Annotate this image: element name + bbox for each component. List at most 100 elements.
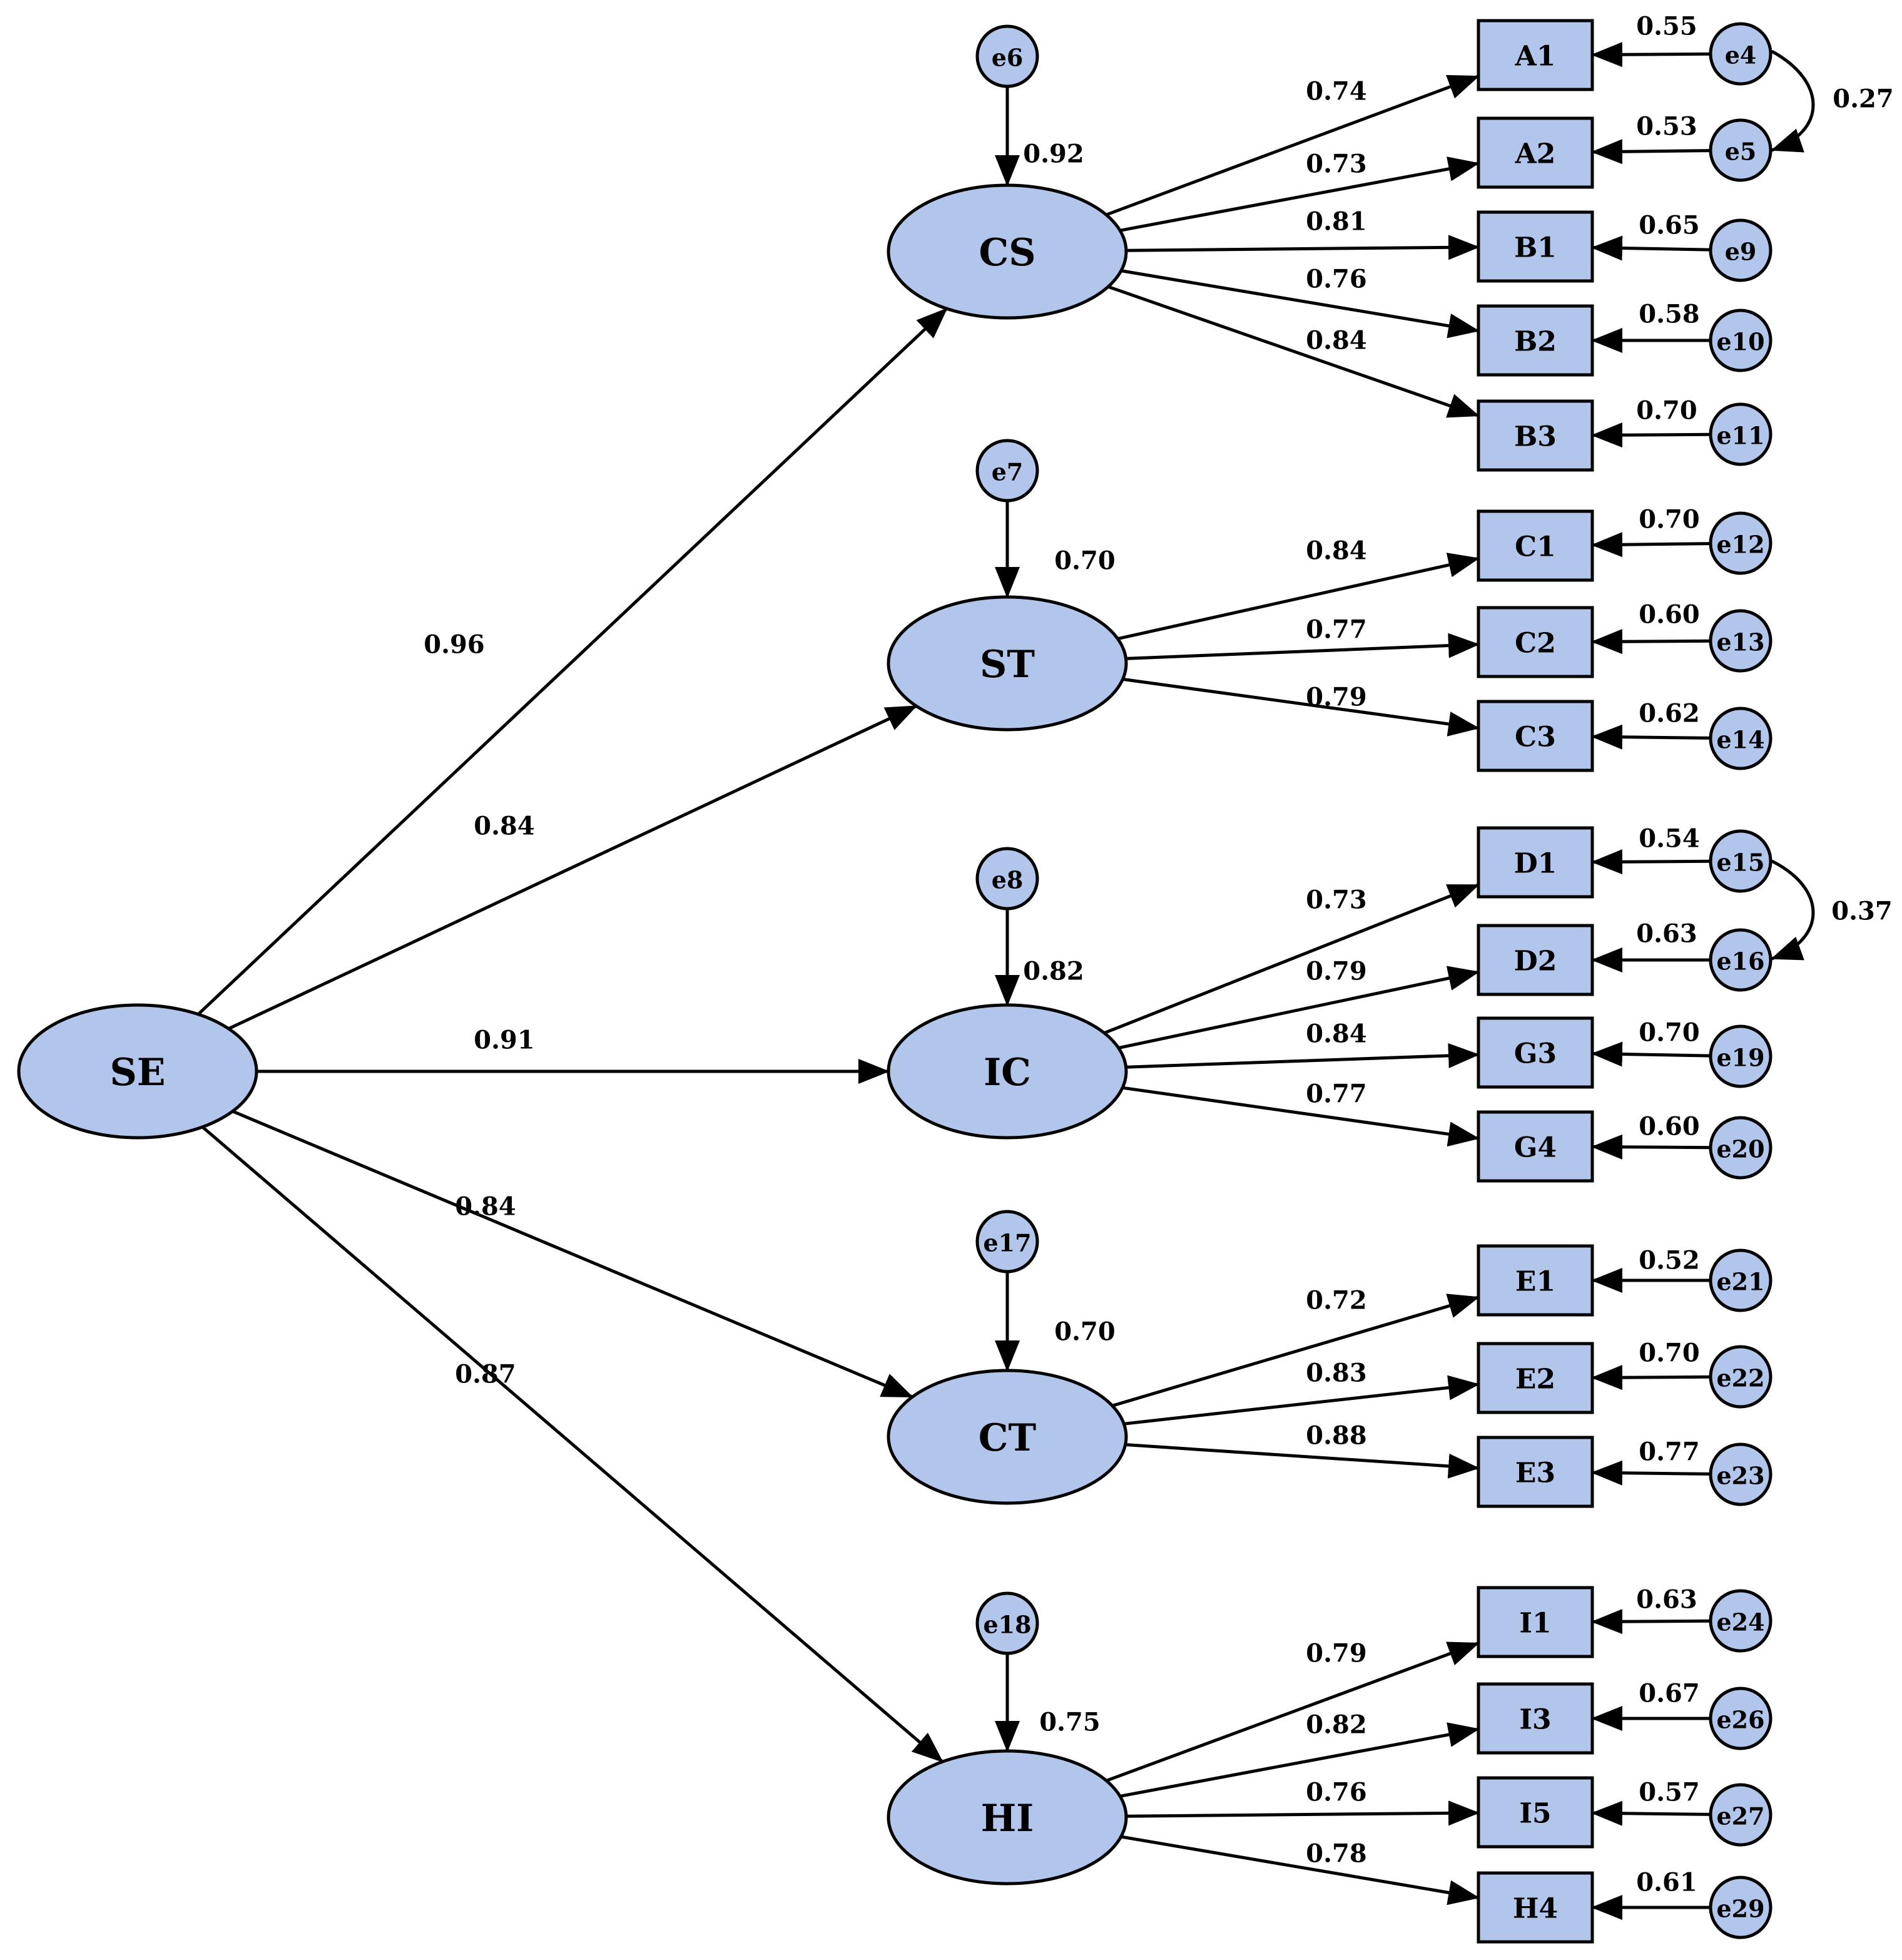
path-coefficient-e24-to-i1: 0.63 xyxy=(1636,1585,1697,1615)
path-coefficient-st-to-c2: 0.77 xyxy=(1306,615,1366,645)
path-coefficient-hi-to-i1: 0.79 xyxy=(1306,1639,1366,1668)
error-circle-e4 xyxy=(1709,22,1772,86)
error-circle-e16 xyxy=(1709,928,1772,992)
node-label-e3: E3 xyxy=(1515,1457,1555,1489)
node-label-e1: E1 xyxy=(1515,1266,1555,1298)
path-coefficient-st-to-c1: 0.84 xyxy=(1306,536,1366,566)
node-label-e7: e7 xyxy=(992,458,1024,486)
path-coefficient-cs-to-a2: 0.73 xyxy=(1306,150,1366,179)
error-circle-e5 xyxy=(1709,118,1772,182)
path-arrow-e5-to-a2 xyxy=(1591,139,1711,165)
label-layer: 0.960.840.910.840.870.920.700.820.700.75… xyxy=(424,12,1893,1897)
path-arrow-ct-to-e1 xyxy=(1112,1294,1480,1407)
covariance-arrow-e4-e5 xyxy=(1739,26,1815,153)
error-circle-e23 xyxy=(1709,1442,1772,1506)
path-coefficient-ct-to-e2: 0.83 xyxy=(1306,1359,1366,1388)
error-circle-e17 xyxy=(975,1210,1039,1273)
path-coefficient-e9-to-b1: 0.65 xyxy=(1639,211,1699,240)
node-e18: e18 xyxy=(975,1591,1039,1655)
node-label-d2: D2 xyxy=(1514,946,1557,977)
path-coefficient-ct-to-e1: 0.72 xyxy=(1306,1286,1366,1315)
node-e1: E1 xyxy=(1477,1244,1594,1317)
path-coefficient-e14-to-c3: 0.62 xyxy=(1639,699,1699,728)
node-label-e20: e20 xyxy=(1716,1135,1764,1163)
latent-ellipse-se xyxy=(17,1003,258,1140)
edge-layer xyxy=(197,26,1815,1920)
node-label-b2: B2 xyxy=(1514,326,1557,358)
node-e16: e16 xyxy=(1709,928,1772,992)
path-coefficient-ic-to-d1: 0.73 xyxy=(1306,886,1366,915)
path-arrow-ic-to-d2 xyxy=(1118,966,1480,1049)
path-arrow-cs-to-a1 xyxy=(1106,74,1480,217)
indicator-box-i1 xyxy=(1477,1586,1594,1658)
node-label-g4: G4 xyxy=(1514,1132,1557,1164)
path-arrow-se-to-cs xyxy=(197,307,948,1016)
node-label-e2: E2 xyxy=(1515,1364,1555,1396)
path-coefficient-e27-to-i5: 0.57 xyxy=(1639,1778,1699,1807)
path-coefficient-e15-to-d1: 0.54 xyxy=(1639,824,1699,854)
node-i3: I3 xyxy=(1477,1682,1594,1755)
covariance-value-e15-e16: 0.37 xyxy=(1831,897,1892,926)
node-label-ic: IC xyxy=(984,1051,1031,1095)
node-e20: e20 xyxy=(1709,1116,1772,1180)
path-coefficient-e10-to-b2: 0.58 xyxy=(1639,300,1699,329)
node-st: ST xyxy=(887,595,1128,732)
error-circle-e8 xyxy=(975,847,1039,911)
node-e14: e14 xyxy=(1709,707,1772,770)
path-arrow-e12-to-c1 xyxy=(1591,532,1711,558)
path-arrow-st-to-c1 xyxy=(1117,553,1480,641)
path-arrow-hi-to-i1 xyxy=(1106,1641,1480,1782)
node-label-a2: A2 xyxy=(1515,138,1556,170)
node-label-st: ST xyxy=(980,643,1035,687)
node-label-d1: D1 xyxy=(1514,848,1557,880)
path-coefficient-e26-to-i3: 0.67 xyxy=(1639,1679,1699,1708)
indicator-box-i5 xyxy=(1477,1776,1594,1849)
node-hi: HI xyxy=(887,1749,1128,1886)
node-label-e9: e9 xyxy=(1725,238,1757,266)
path-arrow-se-to-ct xyxy=(231,1110,914,1399)
node-e21: e21 xyxy=(1709,1248,1772,1312)
node-d2: D2 xyxy=(1477,924,1594,996)
node-label-b1: B1 xyxy=(1514,232,1557,264)
error-circle-e29 xyxy=(1709,1876,1772,1939)
node-label-i3: I3 xyxy=(1519,1704,1551,1736)
node-se: SE xyxy=(17,1003,258,1140)
node-b1: B1 xyxy=(1477,210,1594,283)
path-coefficient-cs-to-a1: 0.74 xyxy=(1306,77,1366,106)
node-label-ct: CT xyxy=(979,1416,1037,1460)
node-label-e18: e18 xyxy=(983,1611,1031,1639)
node-label-g3: G3 xyxy=(1514,1038,1557,1070)
indicator-box-d1 xyxy=(1477,826,1594,899)
path-coefficient-e22-to-e2: 0.70 xyxy=(1639,1339,1699,1368)
path-arrow-se-to-st xyxy=(228,704,918,1031)
path-arrow-ct-to-e2 xyxy=(1124,1375,1480,1426)
node-e6: e6 xyxy=(975,24,1039,88)
node-g4: G4 xyxy=(1477,1110,1594,1183)
path-coefficient-ic-to-g3: 0.84 xyxy=(1306,1019,1366,1049)
node-label-c1: C1 xyxy=(1515,531,1556,563)
node-label-h4: H4 xyxy=(1513,1893,1558,1925)
indicator-box-b2 xyxy=(1477,304,1594,377)
node-e7: e7 xyxy=(975,439,1039,503)
node-label-e16: e16 xyxy=(1716,947,1764,976)
path-arrow-st-to-c3 xyxy=(1122,677,1480,737)
indicator-box-g3 xyxy=(1477,1016,1594,1089)
path-coefficient-e8-to-ic: 0.82 xyxy=(1023,957,1084,986)
path-arrow-se-to-hi xyxy=(201,1125,944,1763)
node-c3: C3 xyxy=(1477,700,1594,772)
node-label-e17: e17 xyxy=(983,1229,1031,1257)
path-arrow-e15-to-d1 xyxy=(1591,849,1711,875)
node-label-e6: e6 xyxy=(992,44,1024,72)
path-arrow-e14-to-c3 xyxy=(1591,724,1711,750)
node-label-e24: e24 xyxy=(1716,1608,1764,1636)
path-coefficient-e29-to-h4: 0.61 xyxy=(1636,1868,1697,1897)
node-label-e10: e10 xyxy=(1716,328,1764,356)
node-e3: E3 xyxy=(1477,1436,1594,1508)
node-label-e22: e22 xyxy=(1716,1364,1764,1392)
latent-ellipse-ic xyxy=(887,1003,1128,1140)
node-e10: e10 xyxy=(1709,309,1772,372)
indicator-box-c3 xyxy=(1477,700,1594,772)
error-circle-e7 xyxy=(975,439,1039,503)
node-e15: e15 xyxy=(1709,829,1772,893)
path-coefficient-se-to-ic: 0.91 xyxy=(474,1026,534,1055)
